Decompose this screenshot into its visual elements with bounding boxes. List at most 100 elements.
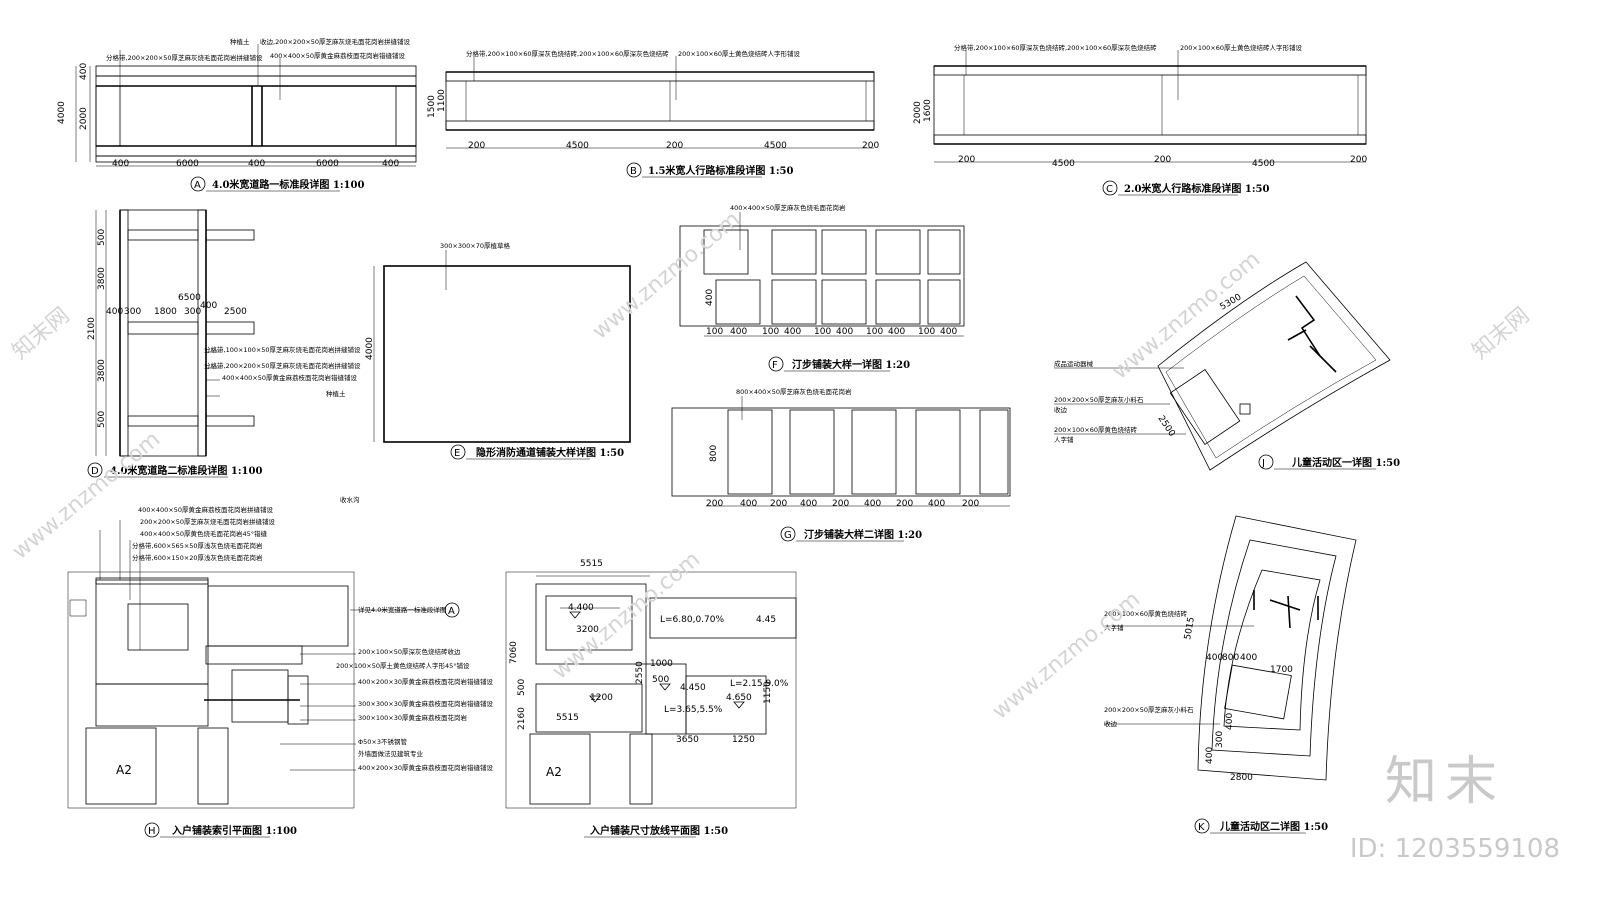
dim: 1600 — [923, 99, 933, 122]
drawing-title: 4.0米宽道路二标准段详图 1:100 — [110, 464, 262, 477]
dim: 1500 — [427, 95, 437, 118]
note: 200×100×60厚黄色烧结砖 — [1054, 425, 1137, 434]
dim: 3200 — [576, 625, 599, 635]
dim: 2550 — [635, 661, 645, 684]
note: 成品运动器械 — [1054, 359, 1094, 368]
dim: 4500 — [1052, 159, 1075, 169]
dim: 1150 — [763, 681, 773, 704]
note: 400×200×30厚黄金麻荔枝面花岗岩错缝铺设 — [358, 763, 493, 772]
note: 200×200×50厚芝麻灰小料石 — [1054, 395, 1144, 404]
drawing-title: 2.0米宽人行路标准段详图 1:50 — [1124, 182, 1269, 195]
dim: 4.400 — [568, 603, 594, 613]
dim: 200 — [468, 141, 485, 151]
dim: 400 — [79, 63, 89, 80]
dim: 200 — [896, 499, 913, 509]
watermark-text: www.znzmo.com — [1108, 247, 1265, 385]
dim: 6000 — [176, 159, 199, 169]
dim: 500 — [97, 229, 107, 246]
dim: 400 — [928, 499, 945, 509]
note: 详见4.0米宽道路一标准段详图 — [358, 605, 446, 614]
note: 分格带,200×200×50厚芝麻灰烧毛面花岗岩拼缝铺设 — [204, 361, 361, 370]
dim: 800 — [709, 445, 719, 462]
dim: 400 — [200, 301, 217, 311]
dim: 100 — [706, 327, 723, 337]
dim: 5515 — [580, 559, 603, 569]
dim: 400 — [248, 159, 265, 169]
note: 分格带,200×200×50厚芝麻灰烧毛面花岗岩拼缝铺设 — [106, 53, 263, 62]
note: 200×100×60厚土黄色烧结砖人字形铺设 — [1180, 43, 1302, 52]
note: 400×400×50厚黄金麻荔枝面花岗岩错缝铺设 — [270, 51, 405, 60]
detail-id: C — [1106, 184, 1113, 195]
dim: 4.450 — [680, 683, 706, 693]
dim: 400 — [836, 327, 853, 337]
dim: 6000 — [316, 159, 339, 169]
callout-id: A — [448, 606, 455, 617]
dim: 5515 — [556, 713, 579, 723]
dim: L=2.15,9.0% — [730, 679, 789, 689]
drawing-k: 200×100×60厚黄色烧结砖 人字铺 200×200×50厚芝麻灰小料石 收… — [1104, 515, 1357, 834]
dim: 400 — [1205, 747, 1215, 764]
dim: 5015 — [1183, 616, 1197, 640]
dim: 200 — [706, 499, 723, 509]
note: 800×400×50厚芝麻灰色烧毛面花岗岩 — [736, 387, 852, 396]
note: 200×100×60厚黄色烧结砖 — [1104, 609, 1187, 618]
detail-id: K — [1198, 822, 1205, 833]
drawing-g: 800×400×50厚芝麻灰色烧毛面花岗岩 200 400 200 400 20… — [671, 387, 1011, 542]
dim: 4.650 — [726, 693, 752, 703]
building-label: A2 — [546, 765, 562, 779]
note: 400×400×50厚芝麻灰色烧毛面花岗岩 — [730, 203, 846, 212]
drawing-title: 入户铺装尺寸放线平面图 1:50 — [590, 824, 728, 837]
dim: 400 — [940, 327, 957, 337]
detail-marker — [190, 176, 206, 192]
drawing-i: 5515 4.400 3200 L=6.80,0.70% 4.45 1000 5… — [505, 559, 797, 838]
dim: 200 — [1350, 155, 1367, 165]
note: 200×100×50厚土黄色烧结砖人字形45°铺设 — [336, 661, 470, 670]
drawing-j: 成品运动器械 200×200×50厚芝麻灰小料石 收边 200×100×60厚黄… — [1054, 261, 1400, 471]
dim: 1000 — [650, 659, 673, 669]
detail-marker — [144, 822, 160, 838]
detail-id: E — [454, 448, 460, 459]
dim: 400 — [1240, 653, 1257, 663]
dim: 1100 — [437, 89, 447, 112]
note: 400×400×50厚黄金麻荔枝面花岗岩拼缝铺设 — [138, 505, 273, 514]
note: 人字铺 — [1104, 623, 1124, 632]
detail-marker — [1102, 180, 1118, 196]
note: 200×200×50厚芝麻灰小料石 — [1104, 705, 1194, 714]
note: 外墙面做法见建筑专业 — [358, 749, 424, 758]
note: 种植土 — [326, 389, 346, 398]
dim: 4000 — [57, 101, 67, 124]
note: 200×200×50厚芝麻灰烧毛面花岗岩拼缝铺设 — [140, 517, 275, 526]
dim: 400 — [705, 289, 715, 306]
watermark-brand: 知末网 — [1468, 303, 1535, 365]
dim: 500 — [652, 675, 669, 685]
building-label: A2 — [116, 763, 132, 777]
dim: 1200 — [590, 693, 613, 703]
dim: 300 — [1215, 731, 1225, 748]
dim: 200 — [832, 499, 849, 509]
note: 种植土 — [230, 37, 250, 46]
dim: 4500 — [566, 141, 589, 151]
note: 200×100×50厚深灰色烧结砖收边 — [358, 647, 461, 656]
dim: 400 — [106, 307, 123, 317]
drawing-title: 儿童活动区一详图 1:50 — [1291, 456, 1400, 469]
drawing-title: 入户铺装索引平面图 1:100 — [172, 824, 297, 837]
note: 分格带,100×100×50厚芝麻灰烧毛面花岗岩拼缝铺设 — [204, 345, 361, 354]
note: 收水沟 — [340, 495, 360, 504]
dim: 2160 — [517, 707, 527, 730]
dim: 100 — [814, 327, 831, 337]
note: 300×300×70厚植草格 — [440, 241, 510, 250]
dim: 2100 — [87, 317, 97, 340]
dim: 200 — [958, 155, 975, 165]
drawing-d: 分格带,100×100×50厚芝麻灰烧毛面花岗岩拼缝铺设 分格带,200×200… — [87, 209, 361, 478]
detail-id: F — [772, 360, 778, 371]
drawing-title: 儿童活动区二详图 1:50 — [1219, 820, 1328, 833]
watermark-id: ID: 1203559108 — [1349, 834, 1560, 864]
drawing-e: 300×300×70厚植草格 4000 E 隐形消防通道铺装大样详图 1:50 — [365, 241, 631, 460]
note: 人字铺 — [1054, 435, 1074, 444]
watermark-logo: 知末 — [1384, 752, 1505, 812]
dim: 1700 — [1270, 665, 1293, 675]
watermark-text: www.znzmo.com — [988, 587, 1145, 725]
dim: 7060 — [509, 641, 519, 664]
detail-marker — [87, 462, 103, 478]
